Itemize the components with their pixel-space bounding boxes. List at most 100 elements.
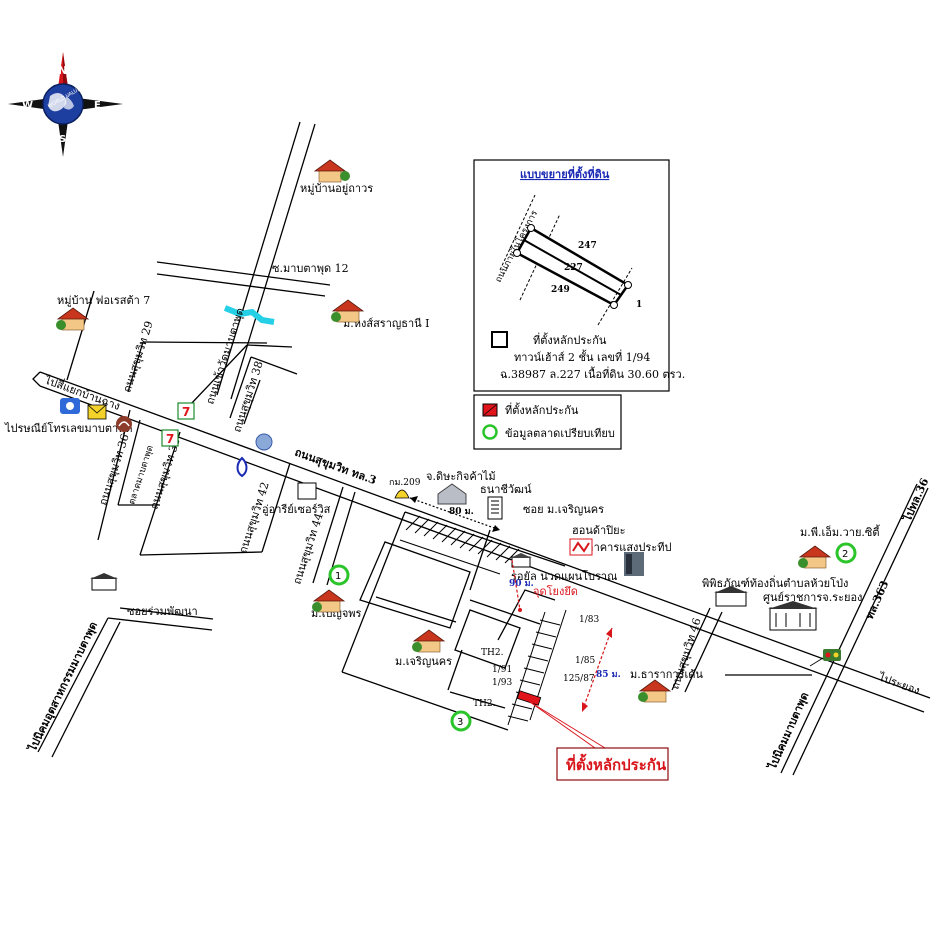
- label-soi-mabtaphut-12: ซ.มาบตาพุด 12: [272, 262, 349, 275]
- inset-description-1: ทาวน์เฮ้าส์ 2 ชั้น เลขที่ 1/94: [514, 349, 650, 364]
- label-soi42: ถนนสุขุมวิท 42: [236, 480, 271, 554]
- inset-lot-249: 249: [551, 285, 570, 295]
- market-marker-1: 1: [328, 564, 350, 586]
- label-soi36: ถนนสุขุมวิท 36: [96, 432, 131, 506]
- bank-icon: [236, 456, 248, 478]
- label-soi29: ถนนสุขุมวิท 29: [120, 319, 155, 393]
- government-building-icon: [768, 601, 818, 631]
- label-artsaengprateep: อาคารแสงประทีป: [587, 541, 671, 554]
- label-au-resort: อู่อารีย์เซอร์วิส: [262, 503, 331, 516]
- warehouse-icon: [437, 483, 467, 505]
- village-house-icon: [313, 159, 350, 183]
- market-marker-3: 3: [450, 710, 472, 732]
- legend-panel: ที่ตั้งหลักประกัน ข้อมูลตลาดเปรียบเทียบ: [473, 394, 622, 450]
- legend-market-label: ข้อมูลตลาดเปรียบเทียบ: [505, 427, 615, 440]
- label-soi-wat-mabtaphut: ถนนเข้าวัดมาบตาพุด: [203, 306, 246, 406]
- svg-text:3: 3: [457, 717, 463, 728]
- compass-west: W: [22, 100, 33, 111]
- label-mo-charoen-nakhon: ม.เจริญนคร: [395, 655, 452, 668]
- map-labels: หมู่บ้านอยู่ถาวร ซ.มาบตาพุด 12 ม.หงส์สรา…: [4, 182, 931, 773]
- inset-panel: แบบขยายที่ตั้งที่ดิน ถนนภายในโครงการ 247…: [473, 159, 685, 392]
- label-to-ban-chang: ไปสี่แยกบ้านฉาง: [42, 371, 122, 413]
- label-dist-85m: 85 ม.: [596, 670, 621, 680]
- label-soi-mo-charoen: ซอย ม.เจริญนคร: [523, 503, 604, 516]
- label-dist-80m: 80 ม.: [449, 507, 474, 517]
- dimension-85m: [581, 627, 613, 713]
- label-museum: พิพิธภัณฑ์ท้องถิ่นตำบลห้วยโป่ง: [702, 575, 848, 590]
- mail-icon: [87, 404, 107, 420]
- seven-eleven-icon: 7: [177, 402, 195, 420]
- label-rd363: ทล.363: [863, 579, 891, 622]
- village-house-icon: [638, 679, 672, 703]
- inset-lot-227: 227: [564, 263, 583, 273]
- compass-east: E: [94, 100, 101, 111]
- label-lot-12587: 125/87: [563, 674, 595, 684]
- legend-collateral-label: ที่ตั้งหลักประกัน: [505, 402, 579, 417]
- label-honda: ฮอนด้าปิยะ: [572, 524, 626, 537]
- inset-description-2: ฉ.38987 ล.227 เนื้อที่ดิน 30.60 ตรว.: [500, 366, 685, 381]
- label-village-forest7: หมู่บ้าน ฟอเรสต้า 7: [57, 294, 150, 307]
- village-house-icon: [798, 545, 832, 569]
- inset-lot-247: 247: [578, 241, 597, 251]
- svg-text:1: 1: [335, 571, 341, 582]
- label-mo-tharakarn: ม.ธาราการ์เด้น: [630, 668, 703, 681]
- inset-title: แบบขยายที่ตั้งที่ดิน: [520, 166, 610, 181]
- label-lot-193: 1/93: [492, 678, 512, 688]
- label-jd-hardware: จ.ดิษะกิจค้าไม้: [426, 470, 496, 483]
- svg-text:7: 7: [166, 432, 174, 446]
- svg-text:7: 7: [182, 405, 190, 419]
- legend-market-swatch: [482, 424, 498, 440]
- collateral-callout-label: ที่ตั้งหลักประกัน: [566, 753, 667, 774]
- honda-logo-icon: [569, 538, 593, 556]
- km-marker-icon: [394, 489, 410, 499]
- label-soi44: ถนนสุขุมวิท 44: [290, 511, 325, 585]
- label-to-rayong: ไประยอง: [876, 670, 922, 697]
- label-royal-massage: รอยัล นวดแผนโบราณ: [511, 569, 617, 583]
- label-jud-yong-yued: จุดโยงยึด: [533, 584, 578, 598]
- label-km209: กม.209: [389, 478, 421, 488]
- seven-eleven-icon: 7: [161, 429, 179, 447]
- map-icons: 7 7: [56, 159, 841, 703]
- collateral-plot: [516, 690, 542, 706]
- office-building-icon: [487, 496, 503, 520]
- market-marker-2: 2: [835, 542, 857, 564]
- school-icon: [90, 573, 118, 591]
- label-pgm-city: ม.พี.เอ็ม.วาย.ซิตี้: [800, 524, 881, 539]
- bank-logo-icon: [116, 416, 132, 432]
- label-post-office: ไปรษณีย์โทรเลขมาบตาพุด: [4, 421, 133, 435]
- traffic-light-icon: [823, 649, 841, 661]
- collateral-callout: ที่ตั้งหลักประกัน: [529, 701, 669, 781]
- inset-legend-label: ที่ตั้งหลักประกัน: [533, 332, 607, 347]
- inset-legend-square: [491, 331, 508, 348]
- label-mo-hong-sarai: ม.หงส์สราญธานี I: [343, 317, 430, 330]
- label-dist-90m: 90 ม.: [509, 579, 534, 589]
- village-house-icon: [56, 307, 90, 331]
- bank-icon: [60, 398, 80, 414]
- stream: [223, 305, 275, 325]
- compass-north: N: [58, 64, 67, 77]
- label-sukhumvit: ถนนสุขุมวิท ทล.3: [293, 446, 379, 489]
- village-house-icon: [312, 589, 346, 613]
- inset-lot-1: 1: [636, 300, 642, 310]
- village-house-icon: [412, 629, 446, 653]
- label-thanachiwat: ธนาชีวัฒน์: [480, 483, 532, 496]
- label-soi38-a: ถนนสุขุมวิท 38: [230, 359, 265, 433]
- tower-building-icon: [624, 552, 644, 576]
- label-th2-b: TH2.: [473, 699, 496, 709]
- museum-icon: [714, 586, 748, 607]
- village-house-icon: [331, 299, 365, 323]
- label-to-port: ไปนิคมมาบตาพุด: [764, 690, 812, 774]
- label-lot-191: 1/91: [492, 665, 512, 675]
- label-th2-a: TH2.: [481, 648, 504, 658]
- dimension-80m: [409, 496, 501, 532]
- compass-rose: N S W E WORLD VALUATION: [8, 52, 123, 157]
- building-icon: [297, 482, 317, 500]
- label-to-rd36: ไปทล.36: [899, 476, 931, 526]
- dimension-90m: [511, 559, 522, 612]
- label-soi-ruam-phatthana: ซอยร่วมพัฒนา: [127, 605, 198, 618]
- svg-text:2: 2: [842, 549, 848, 560]
- compass-south: S: [59, 134, 66, 145]
- label-lot-183: 1/83: [579, 615, 599, 625]
- bank-icon: [255, 433, 273, 451]
